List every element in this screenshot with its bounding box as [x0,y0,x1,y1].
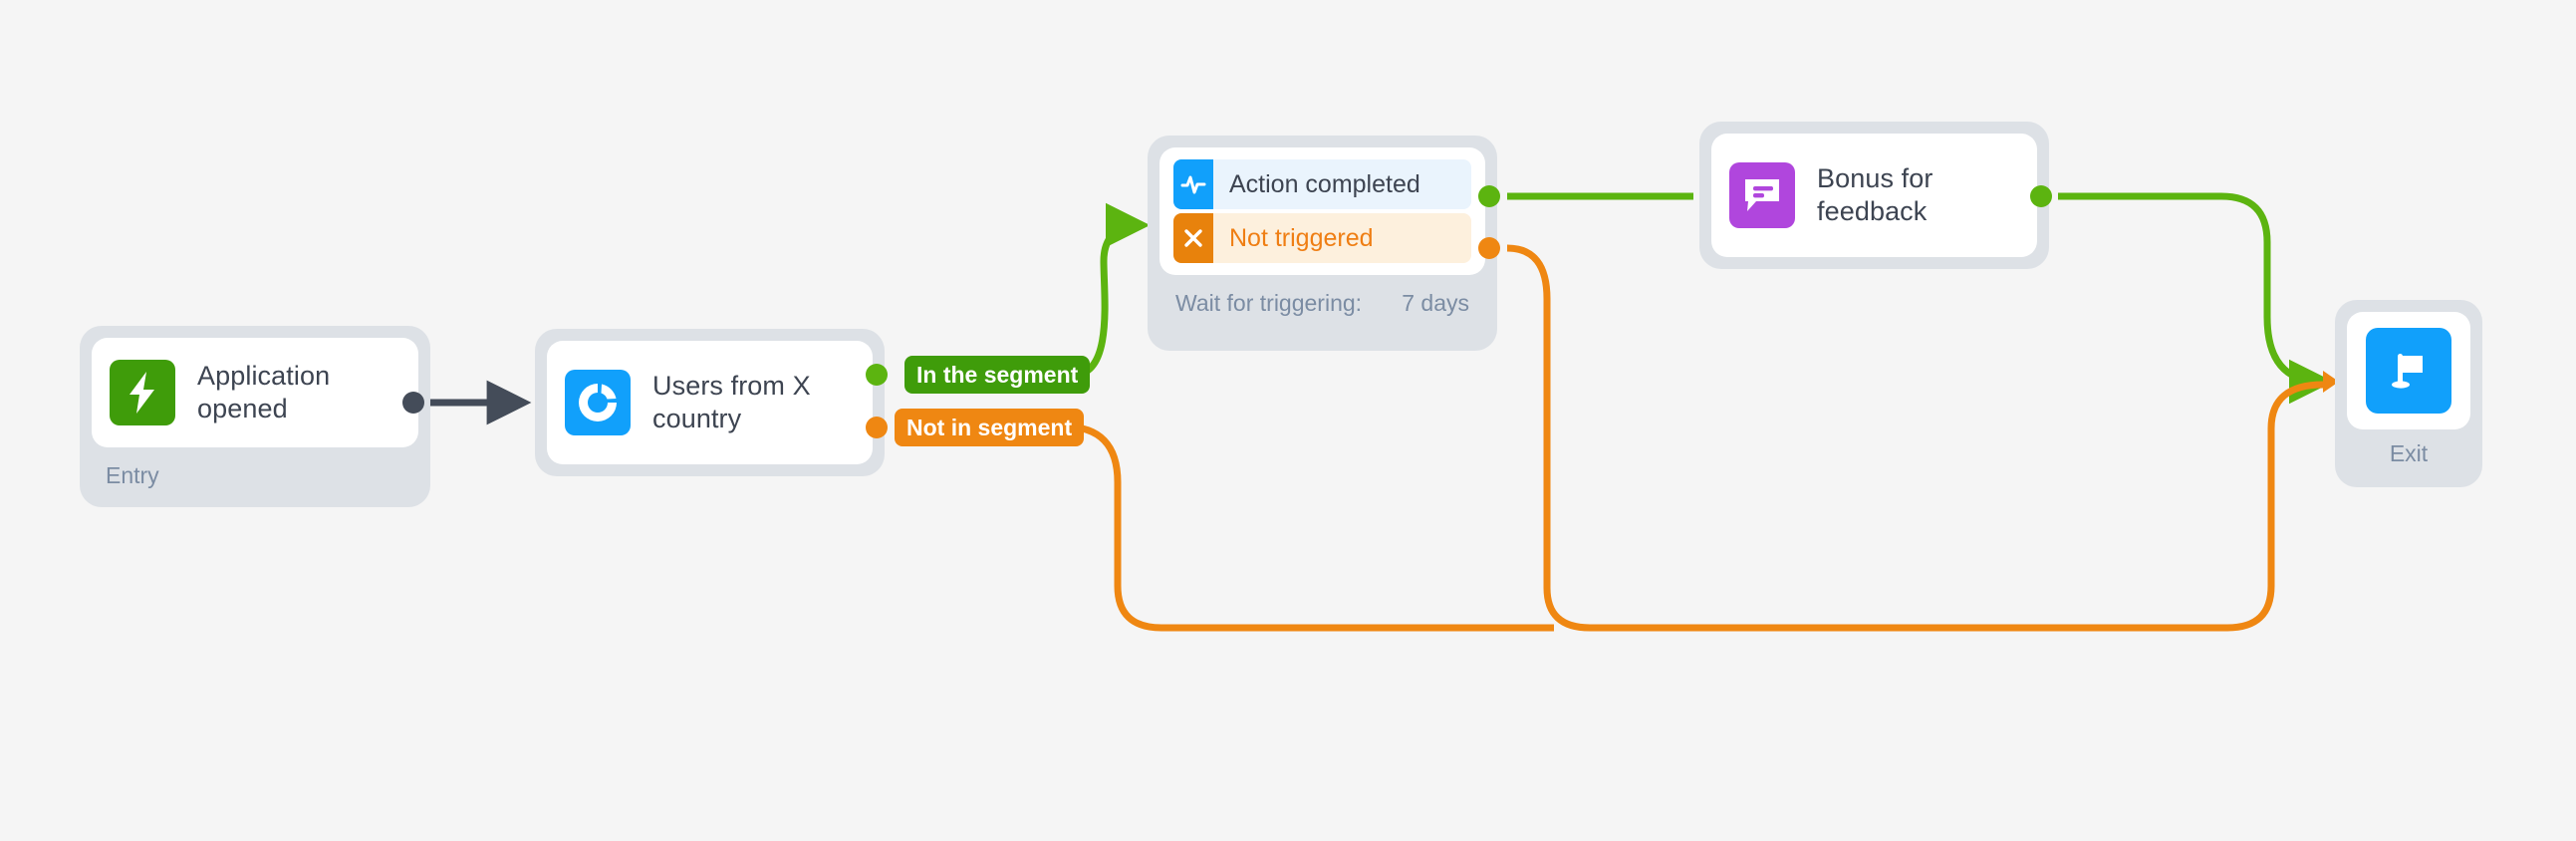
action-card[interactable]: Action completed Not triggered [1159,147,1485,275]
edge-not-in-segment-to-exit [1063,422,1554,632]
node-exit[interactable]: Exit [2335,300,2482,487]
condition-row-not-triggered[interactable]: Not triggered [1173,213,1471,263]
wait-for-triggering-value[interactable]: 7 days [1402,290,1469,316]
edge-in-segment-to-action [1073,202,1151,379]
node-action-completed[interactable]: Action completed Not triggered Wait for … [1148,136,1497,351]
segment-donut-icon [565,370,631,435]
cross-icon [1173,213,1213,263]
entry-title: Application opened [197,361,331,423]
entry-card[interactable]: Application opened [92,338,418,447]
bonus-output-dot[interactable] [2030,185,2052,207]
segment-output-dot-positive[interactable] [866,364,888,386]
segment-output-dot-negative[interactable] [866,417,888,438]
node-application-opened[interactable]: Application opened Entry [80,326,430,507]
lightning-bolt-icon [110,360,175,425]
edge-bonus-to-exit [2058,192,2334,405]
condition-row-action-completed[interactable]: Action completed [1173,159,1471,209]
segment-card[interactable]: Users from X country [547,341,873,464]
exit-card[interactable] [2347,312,2470,429]
node-users-from-x-country[interactable]: Users from X country [535,329,885,476]
condition-label-action-completed: Action completed [1229,169,1420,198]
badge-not-in-segment[interactable]: Not in segment [895,409,1085,446]
entry-output-dot[interactable] [402,392,424,414]
chat-message-icon [1729,162,1795,228]
action-output-dot-positive[interactable] [1478,185,1500,207]
pulse-icon [1173,159,1213,209]
bonus-card[interactable]: Bonus for feedback [1711,134,2037,257]
action-output-dot-negative[interactable] [1478,237,1500,259]
bonus-title: Bonus for feedback [1817,163,1933,226]
flag-icon [2366,328,2451,414]
node-bonus-for-feedback[interactable]: Bonus for feedback [1699,122,2049,269]
edge-not-triggered-to-exit [1506,244,2324,632]
wait-for-triggering-label: Wait for triggering: [1175,290,1363,316]
exit-footer-label: Exit [2389,440,2429,466]
badge-in-the-segment[interactable]: In the segment [904,356,1091,394]
entry-footer-label: Entry [106,462,159,488]
segment-title: Users from X country [652,371,811,433]
condition-label-not-triggered: Not triggered [1229,223,1374,252]
